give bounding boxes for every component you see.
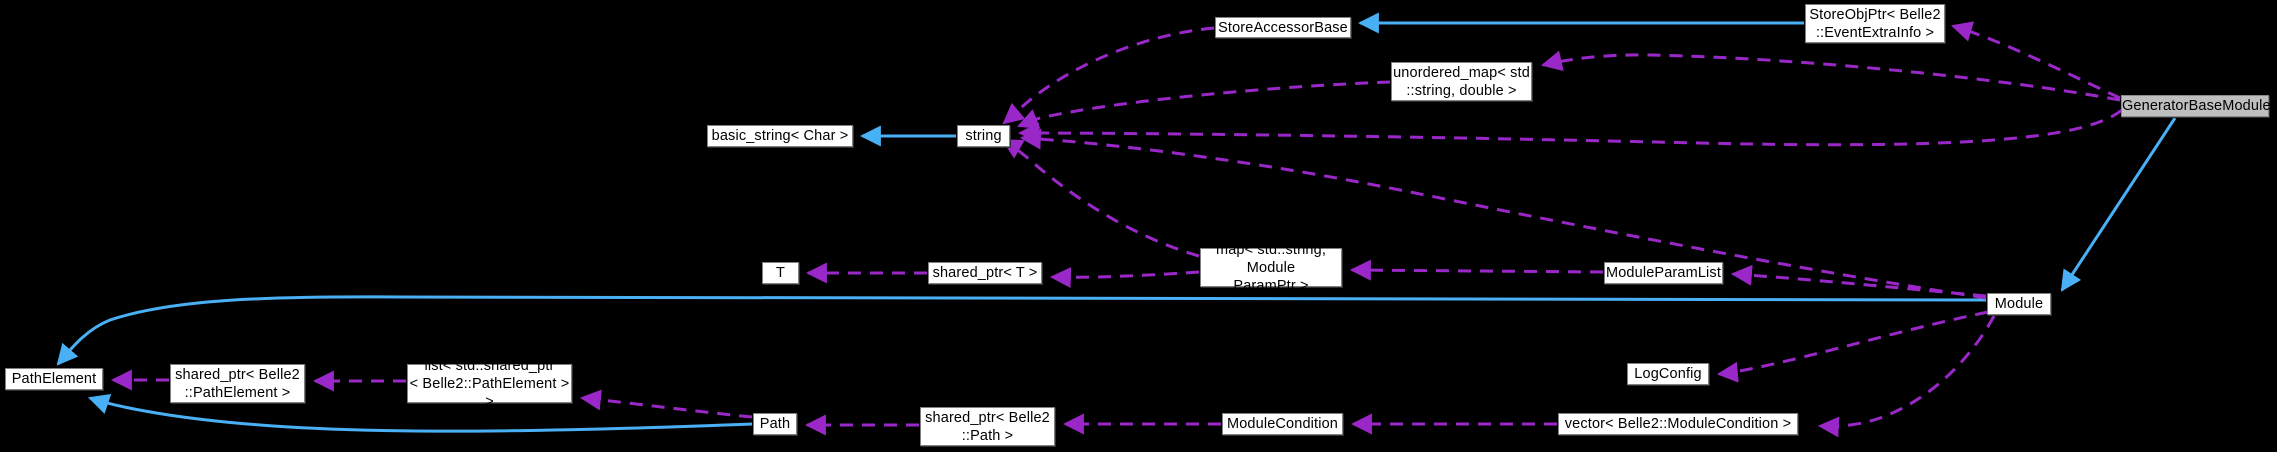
graph-node-label: unordered_map< std ::string, double > xyxy=(1393,64,1530,99)
graph-node-label: LogConfig xyxy=(1634,366,1702,382)
graph-node-shared_ptr_T[interactable]: shared_ptr< T > xyxy=(928,262,1042,284)
graph-node-ModuleCondition[interactable]: ModuleCondition xyxy=(1222,413,1343,435)
graph-node-ModuleParamList[interactable]: ModuleParamList xyxy=(1604,262,1723,284)
graph-node-basic_string[interactable]: basic_string< Char > xyxy=(707,125,853,147)
graph-node-GeneratorBaseModule[interactable]: GeneratorBaseModule xyxy=(2121,95,2271,117)
graph-node-label: GeneratorBaseModule xyxy=(2122,98,2271,114)
graph-node-vector_ModuleCondition[interactable]: vector< Belle2::ModuleCondition > xyxy=(1558,413,1798,435)
graph-node-label: list< std::shared_ptr < Belle2::PathElem… xyxy=(409,357,570,410)
graph-node-label: shared_ptr< Belle2 ::PathElement > xyxy=(175,366,300,401)
graph-node-label: ModuleParamList xyxy=(1605,265,1721,281)
graph-node-label: shared_ptr< T > xyxy=(932,265,1038,281)
graph-node-T[interactable]: T xyxy=(762,262,799,284)
graph-node-label: string xyxy=(965,128,1002,144)
graph-node-LogConfig[interactable]: LogConfig xyxy=(1627,363,1709,385)
graph-node-label: T xyxy=(775,265,785,281)
graph-node-shared_ptr_Path[interactable]: shared_ptr< Belle2 ::Path > xyxy=(920,407,1055,446)
graph-node-StoreObjPtrEventExtraInfo[interactable]: StoreObjPtr< Belle2 ::EventExtraInfo > xyxy=(1805,4,1945,43)
graph-node-label: Path xyxy=(759,416,791,432)
graph-node-label: vector< Belle2::ModuleCondition > xyxy=(1564,416,1792,432)
graph-node-map_string_ModuleParamPtr[interactable]: map< std::string, Module ParamPtr > xyxy=(1200,242,1342,294)
graph-node-string[interactable]: string xyxy=(957,125,1010,147)
graph-node-label: StoreAccessorBase xyxy=(1218,19,1348,36)
graph-node-list_shared_ptr_PathElement[interactable]: list< std::shared_ptr < Belle2::PathElem… xyxy=(407,358,572,410)
graph-node-Module[interactable]: Module xyxy=(1987,293,2051,315)
graph-node-label: shared_ptr< Belle2 ::Path > xyxy=(925,409,1050,444)
graph-node-label: Module xyxy=(1994,296,2044,312)
graph-node-label: StoreObjPtr< Belle2 ::EventExtraInfo > xyxy=(1809,6,1941,41)
graph-node-label: ModuleCondition xyxy=(1227,416,1338,432)
graph-node-label: map< std::string, Module ParamPtr > xyxy=(1215,241,1327,294)
graph-node-label: basic_string< Char > xyxy=(711,128,849,144)
graph-node-StoreAccessorBase[interactable]: StoreAccessorBase xyxy=(1215,17,1351,38)
graph-node-unordered_map[interactable]: unordered_map< std ::string, double > xyxy=(1391,62,1532,101)
graph-node-shared_ptr_PathElement[interactable]: shared_ptr< Belle2 ::PathElement > xyxy=(170,364,305,403)
graph-node-label: PathElement xyxy=(11,371,97,387)
graph-node-Path[interactable]: Path xyxy=(753,413,797,435)
graph-node-PathElement[interactable]: PathElement xyxy=(5,368,103,390)
